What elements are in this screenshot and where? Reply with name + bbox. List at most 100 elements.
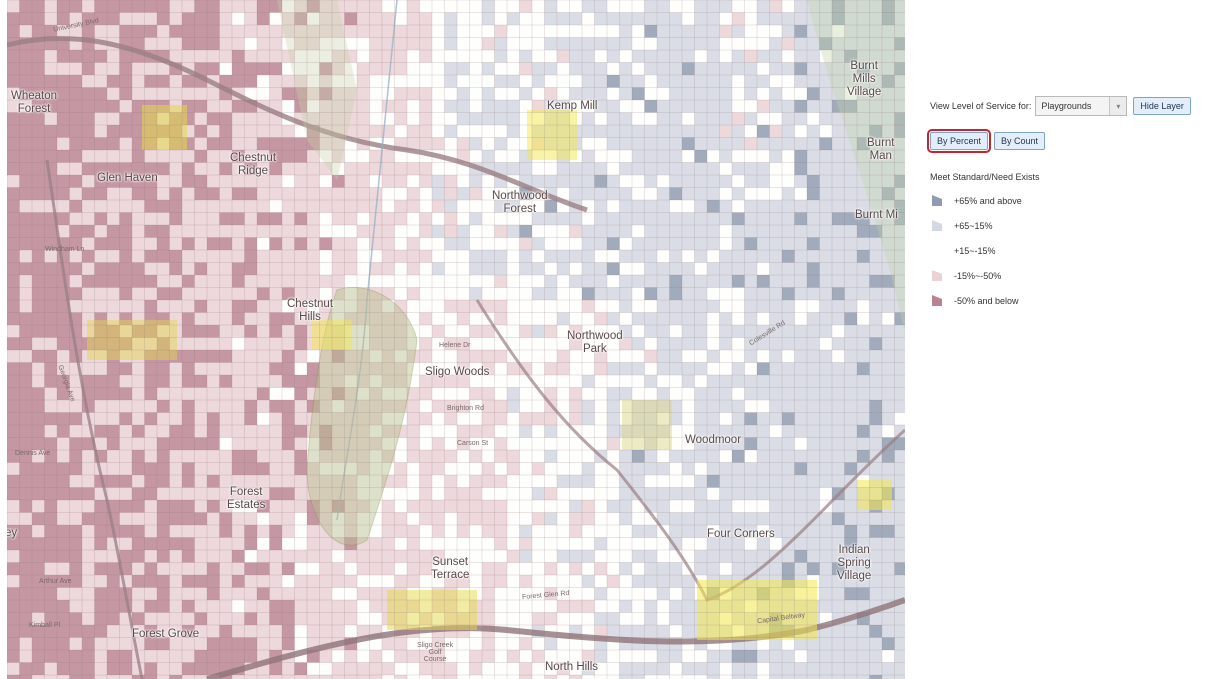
- grid-cell: [7, 200, 20, 213]
- chevron-down-icon[interactable]: ▾: [1109, 97, 1127, 115]
- grid-cell: [407, 12, 420, 25]
- grid-cell: [894, 250, 905, 263]
- grid-cell: [857, 450, 870, 463]
- grid-cell: [744, 537, 757, 550]
- grid-cell: [382, 12, 395, 25]
- grid-cell: [544, 312, 557, 325]
- grid-cell: [319, 212, 332, 225]
- grid-cell: [644, 450, 657, 463]
- grid-cell: [394, 637, 407, 650]
- grid-cell: [719, 462, 732, 475]
- grid-cell: [632, 325, 645, 338]
- grid-cell: [807, 487, 820, 500]
- grid-cell: [757, 362, 770, 375]
- grid-cell: [494, 250, 507, 263]
- grid-cell: [619, 525, 632, 538]
- grid-cell: [257, 300, 270, 313]
- grid-cell: [94, 187, 107, 200]
- grid-cell: [82, 25, 95, 38]
- grid-cell: [494, 400, 507, 413]
- grid-cell: [432, 537, 445, 550]
- facility-select[interactable]: Playgrounds ▾: [1035, 96, 1128, 116]
- grid-cell: [794, 312, 807, 325]
- grid-cell: [894, 500, 905, 513]
- grid-cell: [632, 462, 645, 475]
- grid-cell: [582, 562, 595, 575]
- grid-cell: [782, 337, 795, 350]
- grid-cell: [469, 325, 482, 338]
- grid-cell: [582, 337, 595, 350]
- grid-cell: [282, 162, 295, 175]
- park-indian: [857, 480, 892, 510]
- map-features: [7, 0, 905, 679]
- grid-cell: [157, 450, 170, 463]
- grid-cell: [369, 462, 382, 475]
- grid-cell: [382, 425, 395, 438]
- grid-cell: [482, 562, 495, 575]
- grid-cell: [457, 550, 470, 563]
- by-count-button[interactable]: By Count: [994, 132, 1046, 150]
- grid-cell: [882, 12, 895, 25]
- street-label: Brighton Rd: [447, 405, 484, 412]
- grid-cell: [794, 237, 807, 250]
- grid-cell: [207, 87, 220, 100]
- grid-cell: [69, 525, 82, 538]
- grid-cell: [282, 87, 295, 100]
- grid-cell: [357, 62, 370, 75]
- grid-cell: [644, 625, 657, 638]
- grid-cell: [169, 25, 182, 38]
- grid-cell: [169, 487, 182, 500]
- grid-cell: [669, 525, 682, 538]
- grid-cell: [119, 25, 132, 38]
- grid-cell: [807, 12, 820, 25]
- by-percent-button[interactable]: By Percent: [926, 129, 992, 153]
- hide-layer-button[interactable]: Hide Layer: [1133, 97, 1191, 115]
- grid-cell: [807, 387, 820, 400]
- grid-cell: [482, 237, 495, 250]
- grid-cell: [832, 525, 845, 538]
- grid-cell: [82, 200, 95, 213]
- grid-cell: [857, 375, 870, 388]
- grid-cell: [482, 25, 495, 38]
- grid-cell: [644, 75, 657, 88]
- grid-cell: [232, 187, 245, 200]
- grid-cell: [732, 12, 745, 25]
- grid-cell: [644, 562, 657, 575]
- grid-cell: [507, 375, 520, 388]
- grid-cell: [144, 337, 157, 350]
- grid-cell: [857, 587, 870, 600]
- grid-cell: [657, 50, 670, 63]
- grid-cell: [644, 0, 657, 13]
- grid-cell: [32, 375, 45, 388]
- grid-cell: [857, 662, 870, 675]
- grid-cell: [269, 350, 282, 363]
- grid-cell: [32, 487, 45, 500]
- grid-cell: [532, 25, 545, 38]
- grid-cell: [382, 0, 395, 13]
- grid-cell: [869, 112, 882, 125]
- grid-cell: [707, 212, 720, 225]
- grid-cell: [669, 300, 682, 313]
- grid-cell: [882, 75, 895, 88]
- grid-cell: [207, 350, 220, 363]
- map-view[interactable]: Wheaton Forest Glen Haven Chestnut Ridge…: [7, 0, 905, 679]
- grid-cell: [894, 100, 905, 113]
- grid-cell: [119, 162, 132, 175]
- grid-cell: [519, 225, 532, 238]
- map-canvas[interactable]: [7, 0, 905, 679]
- grid-cell: [32, 287, 45, 300]
- grid-cell: [419, 12, 432, 25]
- grid-cell: [557, 675, 570, 679]
- grid-cell: [82, 487, 95, 500]
- grid-cell: [94, 287, 107, 300]
- grid-cell: [457, 250, 470, 263]
- grid-cell: [482, 0, 495, 13]
- grid-cell: [69, 550, 82, 563]
- grid-cell: [307, 75, 320, 88]
- grid-cell: [632, 225, 645, 238]
- grid-cell: [444, 387, 457, 400]
- grid-cell: [707, 400, 720, 413]
- grid-cell: [244, 312, 257, 325]
- grid-cell: [232, 400, 245, 413]
- grid-cell: [107, 212, 120, 225]
